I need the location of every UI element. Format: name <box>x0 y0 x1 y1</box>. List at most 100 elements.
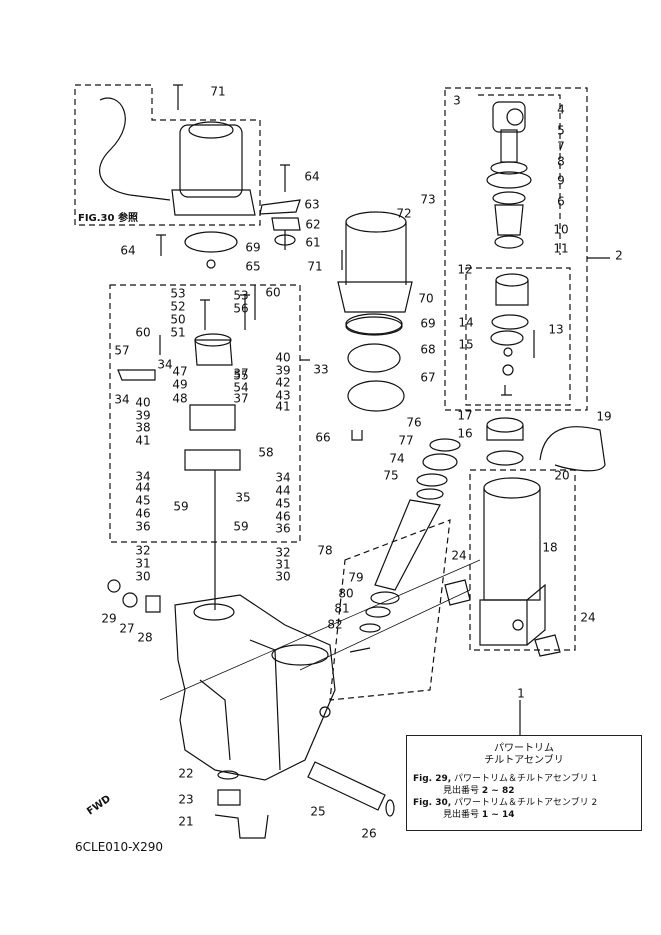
callout-34d: 34 <box>275 470 291 485</box>
callout-47: 47 <box>172 364 188 379</box>
drawing-code: 6CLE010-X290 <box>75 840 164 854</box>
callout-36: 36 <box>135 519 151 534</box>
seal-17 <box>486 417 524 433</box>
callout-65: 65 <box>245 259 261 274</box>
callout-44: 44 <box>135 480 151 495</box>
pin-25 <box>307 761 386 811</box>
callout-39b: 39 <box>135 408 151 423</box>
fig30-reference-label: FIG.30 参照 <box>78 213 138 224</box>
fig30-ref-prefix: 見出番号 <box>443 810 480 820</box>
callout-54: 54 <box>233 380 249 395</box>
fig30-prefix: Fig. 30, <box>413 798 452 808</box>
pipe-21 <box>214 814 269 839</box>
callout-35: 35 <box>235 490 251 505</box>
callout-39: 39 <box>275 363 291 378</box>
callout-36b: 36 <box>275 521 291 536</box>
callout-5: 5 <box>557 123 565 138</box>
fig29-ref-prefix: 見出番号 <box>443 786 480 796</box>
callout-56: 56 <box>233 301 249 316</box>
motor-sketch <box>99 97 256 216</box>
callout-4: 4 <box>557 102 565 117</box>
callout-59: 59 <box>173 499 189 514</box>
callout-25: 25 <box>310 804 326 819</box>
callout-46: 46 <box>135 506 151 521</box>
callout-76: 76 <box>406 415 422 430</box>
callout-33: 33 <box>313 362 329 377</box>
callout-75: 75 <box>383 468 399 483</box>
callout-29: 29 <box>101 611 117 626</box>
callout-78: 78 <box>317 543 333 558</box>
callout-49: 49 <box>172 377 188 392</box>
tilt-rod <box>374 499 441 591</box>
callout-16: 16 <box>457 426 473 441</box>
callout-66: 66 <box>315 430 331 445</box>
legend-title-1: パワートリム <box>494 743 554 754</box>
callout-22: 22 <box>178 766 194 781</box>
callout-41b: 41 <box>135 433 151 448</box>
callout-9: 9 <box>557 173 565 188</box>
callout-31b: 31 <box>275 557 291 572</box>
callout-24b: 24 <box>580 610 596 625</box>
cylinder-18 <box>479 477 546 646</box>
callout-20: 20 <box>554 468 570 483</box>
callout-41: 41 <box>275 399 291 414</box>
callout-67: 67 <box>420 370 436 385</box>
callout-53: 53 <box>170 286 186 301</box>
bracket-housing <box>174 594 336 781</box>
callout-57: 57 <box>114 343 130 358</box>
callout-21: 21 <box>178 814 194 829</box>
legend-fig29-ref: 見出番号 2 ~ 82 <box>413 785 635 797</box>
fig29-ref-range: 2 ~ 82 <box>481 786 515 796</box>
callout-60b: 60 <box>135 325 151 340</box>
fig30-reference-box <box>74 84 261 226</box>
callout-40: 40 <box>275 350 291 365</box>
legend-fig30-ref: 見出番号 1 ~ 14 <box>413 809 635 821</box>
callout-71b: 71 <box>307 259 323 274</box>
callout-24a: 24 <box>451 548 467 563</box>
filter-67 <box>347 380 405 412</box>
legend-fig29-line: Fig. 29, パワートリム＆チルトアセンブリ 1 <box>413 773 635 785</box>
callout-63: 63 <box>304 197 320 212</box>
callout-81: 81 <box>334 601 350 616</box>
callout-74: 74 <box>389 451 405 466</box>
callout-27: 27 <box>119 621 135 636</box>
callout-37: 37 <box>233 366 249 381</box>
callout-73: 73 <box>420 192 436 207</box>
callout-43: 43 <box>275 388 291 403</box>
legend-fig30-line: Fig. 30, パワートリム＆チルトアセンブリ 2 <box>413 797 635 809</box>
callout-61: 61 <box>305 235 321 250</box>
callout-69: 69 <box>245 240 261 255</box>
tilt-cylinder-group-box <box>444 87 588 411</box>
callout-28: 28 <box>137 630 153 645</box>
callout-19: 19 <box>596 409 612 424</box>
callout-45b: 45 <box>275 496 291 511</box>
legend-box: パワートリム チルトアセンブリ Fig. 29, パワートリム＆チルトアセンブリ… <box>406 735 642 831</box>
legend-title-2: チルトアセンブリ <box>484 755 564 766</box>
callout-51: 51 <box>170 325 186 340</box>
callout-32: 32 <box>135 543 151 558</box>
callout-37b: 37 <box>233 391 249 406</box>
callout-70: 70 <box>418 291 434 306</box>
callout-40b: 40 <box>135 395 151 410</box>
callout-3: 3 <box>453 93 461 108</box>
callout-31: 31 <box>135 556 151 571</box>
callout-59b: 59 <box>233 519 249 534</box>
callout-82: 82 <box>327 617 343 632</box>
callout-38: 38 <box>135 420 151 435</box>
callout-17: 17 <box>457 408 473 423</box>
callout-34c: 34 <box>135 469 151 484</box>
callout-10: 10 <box>553 222 569 237</box>
piston-assembly <box>490 273 535 396</box>
callout-2: 2 <box>615 248 623 263</box>
callout-72: 72 <box>396 206 412 221</box>
o-ring-69 <box>184 231 238 253</box>
callout-8: 8 <box>557 154 565 169</box>
callout-46b: 46 <box>275 509 291 524</box>
cylinder-top-cap <box>486 101 532 249</box>
fig30-ref-range: 1 ~ 14 <box>481 810 515 820</box>
callout-50: 50 <box>170 312 186 327</box>
callout-12: 12 <box>457 262 473 277</box>
callout-26: 26 <box>361 826 377 841</box>
callout-80: 80 <box>338 586 354 601</box>
